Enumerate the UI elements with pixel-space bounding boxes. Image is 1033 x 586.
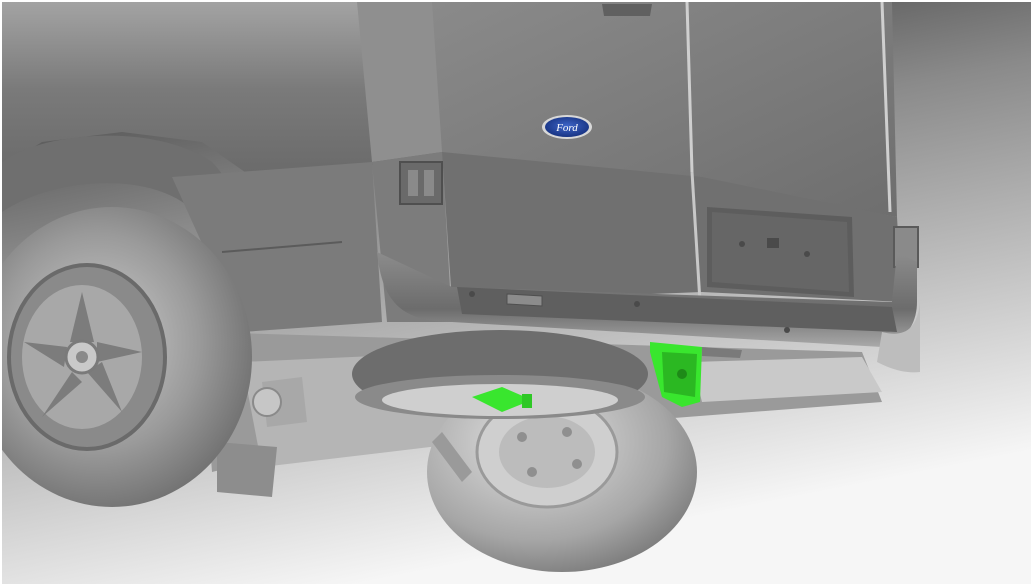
badge-text: Ford [555, 122, 578, 134]
spare-carrier [352, 330, 648, 419]
spare-tire [427, 372, 697, 572]
rear-bumper [377, 252, 920, 373]
carrier-bracket-highlight [472, 387, 532, 412]
ford-badge: Ford [542, 115, 592, 139]
rear-doors [432, 2, 902, 303]
rear-wheel [2, 207, 252, 507]
highlighted-bracket [650, 342, 742, 407]
door-latch [399, 161, 443, 205]
